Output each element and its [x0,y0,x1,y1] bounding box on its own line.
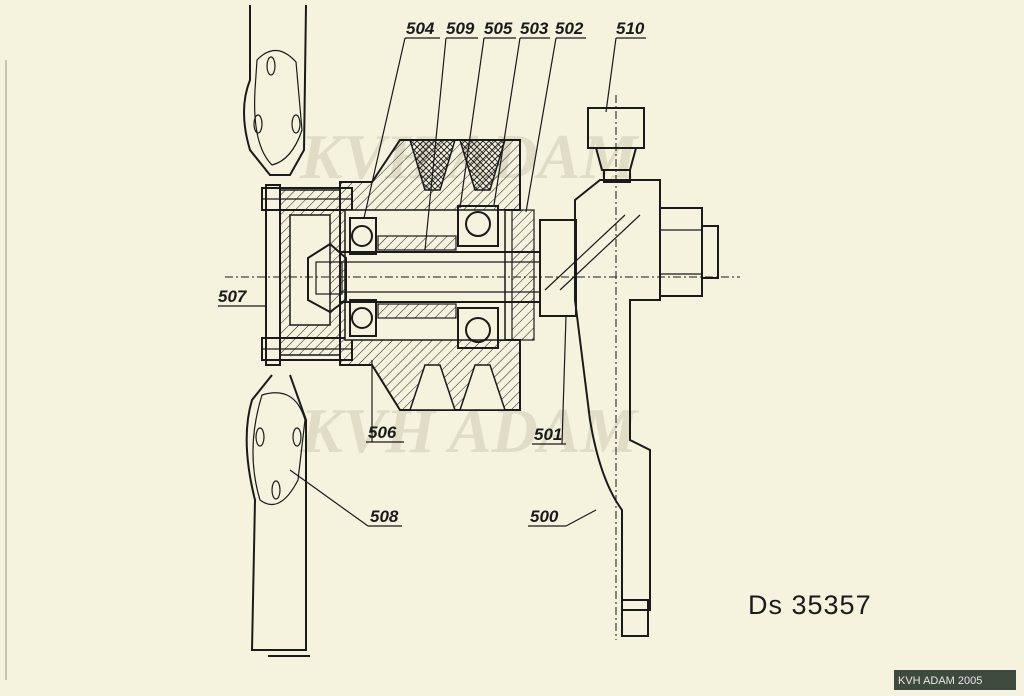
label-508: 508 [370,507,399,526]
badge [894,670,1016,690]
label-510: 510 [616,19,645,38]
label-507: 507 [218,287,248,306]
badge-text: KVH ADAM 2005 [898,675,982,687]
bearings [349,205,499,349]
label-502: 502 [555,19,584,38]
drawing-code: Ds 35357 [748,590,872,620]
label-504: 504 [406,19,435,38]
fan-blade-upper [243,4,307,176]
leader-lines [218,37,646,527]
label-506: 506 [368,423,397,442]
label-500: 500 [530,507,559,526]
label-509: 509 [446,19,475,38]
label-501: 501 [534,425,562,444]
label-503: 503 [520,19,549,38]
hub-flange [261,184,353,366]
bracket-arm [544,95,719,640]
fan-blade-lower [245,374,310,657]
label-505: 505 [484,19,513,38]
